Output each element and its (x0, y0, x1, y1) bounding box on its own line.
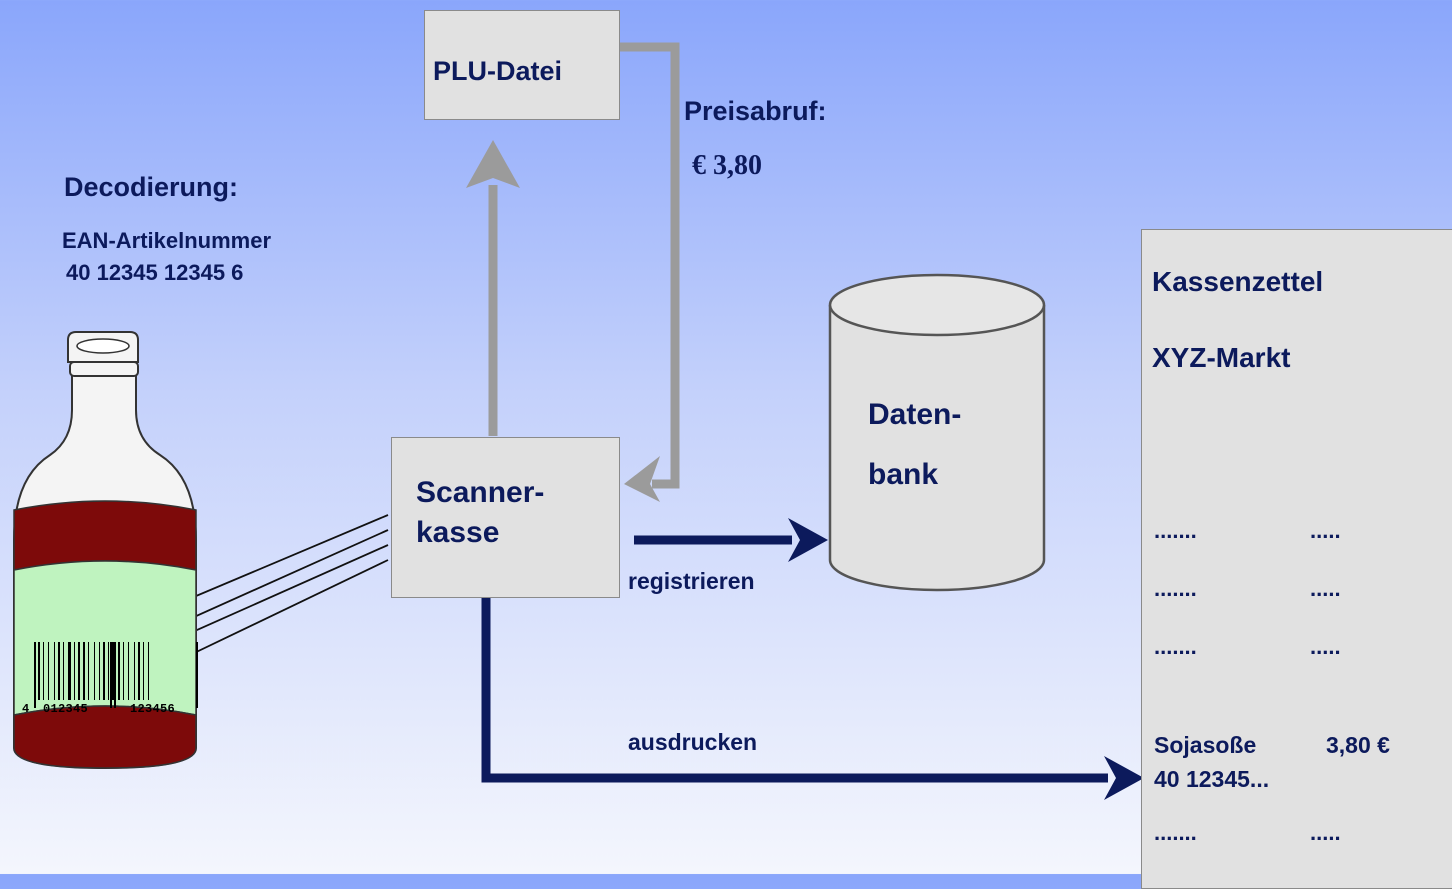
scanner-label-line2: kasse (416, 516, 500, 549)
receipt-row-right: ..... (1310, 820, 1341, 845)
receipt-row-left: ....... (1154, 820, 1197, 845)
barcode-digit-first: 4 (22, 702, 29, 716)
barcode-bar (118, 642, 120, 700)
receipt-row-right: ..... (1310, 634, 1341, 659)
price-lookup-value: € 3,80 (692, 150, 762, 181)
barcode-guard-bar (114, 642, 116, 708)
barcode-bar (108, 642, 109, 700)
barcode-bar (138, 642, 140, 700)
barcode-digits-right: 123456 (130, 702, 175, 716)
receipt-row-left: ....... (1154, 518, 1197, 543)
barcode-guard-bar (110, 642, 112, 708)
receipt-row-left: ....... (1154, 576, 1197, 601)
barcode-bar (128, 642, 129, 700)
receipt-row-right: ..... (1310, 576, 1341, 601)
arrow-scanner-to-plu (466, 140, 520, 436)
barcode-bar (68, 642, 71, 700)
barcode-bar (134, 642, 135, 700)
barcode-bars (34, 642, 198, 708)
barcode-bar (78, 642, 80, 700)
barcode-bar (48, 642, 49, 700)
barcode-bar (43, 642, 44, 700)
barcode-bar (38, 642, 40, 700)
barcode-bar (94, 642, 95, 700)
receipt-item-name: Sojasoße (1154, 732, 1257, 758)
barcode-bar (123, 642, 124, 700)
register-label: registrieren (628, 568, 755, 594)
database-label-line1: Daten- (868, 398, 962, 431)
barcode-bar (143, 642, 144, 700)
receipt: Kassenzettel XYZ-Markt ....... ..... ...… (1141, 229, 1452, 889)
receipt-store: XYZ-Markt (1152, 342, 1291, 373)
decoding-title: Decodierung: (64, 172, 239, 202)
barcode-bar (99, 642, 100, 700)
barcode-bar (54, 642, 55, 700)
ean-label: EAN-Artikelnummer (62, 228, 272, 253)
receipt-item-price: 3,80 € (1326, 732, 1390, 758)
plu-file-box: PLU-Datei (424, 10, 620, 120)
arrow-register (634, 518, 828, 562)
barcode-bar (88, 642, 89, 700)
receipt-item-code: 40 12345... (1154, 766, 1270, 792)
database-label-line2: bank (868, 458, 939, 491)
arrow-plu-to-scanner (620, 42, 680, 502)
receipt-row-left: ....... (1154, 634, 1197, 659)
barcode-bar (103, 642, 105, 700)
barcode-bar (148, 642, 149, 700)
scanner-register-box: Scanner- kasse (391, 437, 620, 598)
ean-number: 40 12345 12345 6 (66, 260, 244, 285)
plu-file-label: PLU-Datei (433, 56, 563, 86)
barcode-bar (74, 642, 75, 700)
barcode-bar (63, 642, 64, 700)
barcode-bar (83, 642, 85, 700)
barcode-bar (58, 642, 60, 700)
barcode-guard-bar (34, 642, 36, 708)
barcode-guard-bar (196, 642, 198, 708)
price-lookup-title: Preisabruf: (684, 96, 827, 126)
barcode-bar (112, 642, 115, 700)
receipt-title: Kassenzettel (1152, 266, 1324, 297)
barcode-digits-left: 012345 (43, 702, 88, 716)
print-label: ausdrucken (628, 729, 758, 755)
receipt-row-right: ..... (1310, 518, 1341, 543)
arrow-print (481, 598, 1144, 800)
scanner-label-line1: Scanner- (416, 476, 545, 509)
